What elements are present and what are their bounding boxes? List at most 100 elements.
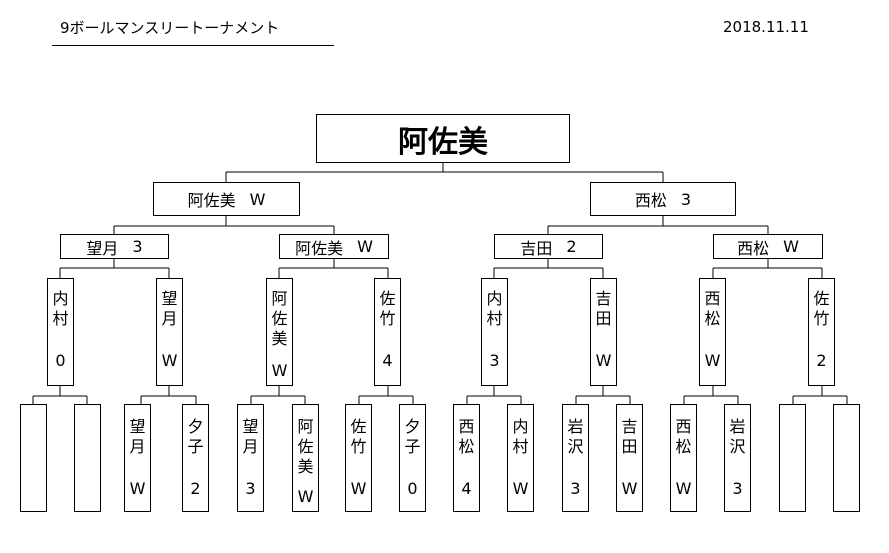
name-char: 岩 xyxy=(729,417,746,436)
player-name: 望月 xyxy=(242,417,258,457)
bracket-entry xyxy=(779,404,806,512)
bracket-entry: 夕子 2 xyxy=(182,404,209,512)
name-char: 西 xyxy=(704,289,721,308)
player-name: 内村 xyxy=(512,417,528,457)
bracket-entry: 内村 3 xyxy=(481,278,508,386)
name-char: 西 xyxy=(458,417,475,436)
match-result: W xyxy=(675,479,692,498)
name-char: 月 xyxy=(129,437,146,456)
bracket-entry: 望月 W xyxy=(124,404,151,512)
match-result: W xyxy=(783,237,799,256)
name-char: 村 xyxy=(486,309,503,328)
name-char: 子 xyxy=(187,437,204,456)
name-char: 子 xyxy=(404,437,421,456)
name-char: 佐 xyxy=(813,289,830,308)
match-result: W xyxy=(297,487,314,506)
player-name: 阿佐美 xyxy=(271,289,287,349)
name-char: 田 xyxy=(595,309,612,328)
name-char: 佐 xyxy=(379,289,396,308)
match-result: W xyxy=(129,479,146,498)
name-char: 阿 xyxy=(271,289,288,308)
name-char: 吉 xyxy=(595,289,612,308)
match-result: 3 xyxy=(732,479,743,498)
player-name: 佐竹 xyxy=(350,417,366,457)
name-char: 美 xyxy=(271,329,288,348)
name-char: 村 xyxy=(52,309,69,328)
player-name: 佐竹 xyxy=(813,289,829,329)
bracket-entry: 西松 W xyxy=(670,404,697,512)
player-name: 吉田 xyxy=(595,289,611,329)
bracket-entry: 西松 W xyxy=(713,234,823,259)
name-char: 松 xyxy=(458,437,475,456)
bracket-entry: 阿佐美 W xyxy=(153,182,300,216)
player-name: 望月 xyxy=(86,238,119,258)
player-name: 西松 xyxy=(704,289,720,329)
bracket-entry: 望月 3 xyxy=(237,404,264,512)
name-char: 望 xyxy=(129,417,146,436)
name-char: 佐 xyxy=(271,309,288,328)
match-result: 3 xyxy=(489,351,500,370)
match-result: W xyxy=(595,351,612,370)
player-name: 西松 xyxy=(634,191,667,210)
bracket-entry: 阿佐美 W xyxy=(266,278,293,386)
bracket-entry: 阿佐美 W xyxy=(279,234,389,259)
match-result: 3 xyxy=(680,189,692,209)
name-char: 望 xyxy=(161,289,178,308)
name-char: 阿 xyxy=(297,417,314,436)
match-result: 2 xyxy=(566,237,577,256)
match-result: W xyxy=(249,189,266,209)
match-result: 2 xyxy=(816,351,827,370)
name-char: 竹 xyxy=(813,309,830,328)
match-result: 3 xyxy=(245,479,256,498)
tournament-date: 2018.11.11 xyxy=(723,18,809,36)
player-name: 阿佐美 xyxy=(187,191,236,210)
match-result: W xyxy=(271,361,288,380)
match-result: W xyxy=(512,479,529,498)
bracket-entry: 西松 3 xyxy=(590,182,736,216)
player-name: 夕子 xyxy=(187,417,203,457)
champion-name: 阿佐美 xyxy=(398,124,488,160)
name-char: 美 xyxy=(297,457,314,476)
match-result: 4 xyxy=(382,351,393,370)
name-char: 月 xyxy=(161,309,178,328)
match-result: W xyxy=(621,479,638,498)
player-name: 阿佐美 xyxy=(297,417,313,477)
name-char: 夕 xyxy=(404,417,421,436)
bracket-entry: 西松 4 xyxy=(453,404,480,512)
name-char: 夕 xyxy=(187,417,204,436)
player-name: 佐竹 xyxy=(379,289,395,329)
name-char: 内 xyxy=(52,289,69,308)
match-result: W xyxy=(704,351,721,370)
player-name: 阿佐美 xyxy=(295,238,344,258)
bracket-entry: 夕子 0 xyxy=(399,404,426,512)
name-char: 月 xyxy=(242,437,259,456)
name-char: 内 xyxy=(486,289,503,308)
bracket-entry xyxy=(20,404,47,512)
player-name: 夕子 xyxy=(404,417,420,457)
match-result: W xyxy=(357,237,373,256)
name-char: 望 xyxy=(242,417,259,436)
name-char: 松 xyxy=(675,437,692,456)
bracket-entry: 内村 0 xyxy=(47,278,74,386)
player-name: 西松 xyxy=(458,417,474,457)
name-char: 吉 xyxy=(621,417,638,436)
bracket-entry: 吉田 W xyxy=(590,278,617,386)
name-char: 岩 xyxy=(567,417,584,436)
name-char: 内 xyxy=(512,417,529,436)
name-char: 松 xyxy=(704,309,721,328)
match-result: W xyxy=(161,351,178,370)
player-name: 岩沢 xyxy=(729,417,745,457)
match-result: 3 xyxy=(570,479,581,498)
bracket-entry: 佐竹 2 xyxy=(808,278,835,386)
player-name: 西松 xyxy=(675,417,691,457)
player-name: 望月 xyxy=(161,289,177,329)
bracket-entry: 望月 W xyxy=(156,278,183,386)
player-name: 望月 xyxy=(129,417,145,457)
match-result: 0 xyxy=(55,351,66,370)
tournament-title: 9ボールマンスリートーナメント xyxy=(60,19,280,37)
match-result: 3 xyxy=(132,237,143,256)
bracket-entry: 西松 W xyxy=(699,278,726,386)
player-name: 西松 xyxy=(737,238,770,258)
bracket-entry: 佐竹 W xyxy=(345,404,372,512)
